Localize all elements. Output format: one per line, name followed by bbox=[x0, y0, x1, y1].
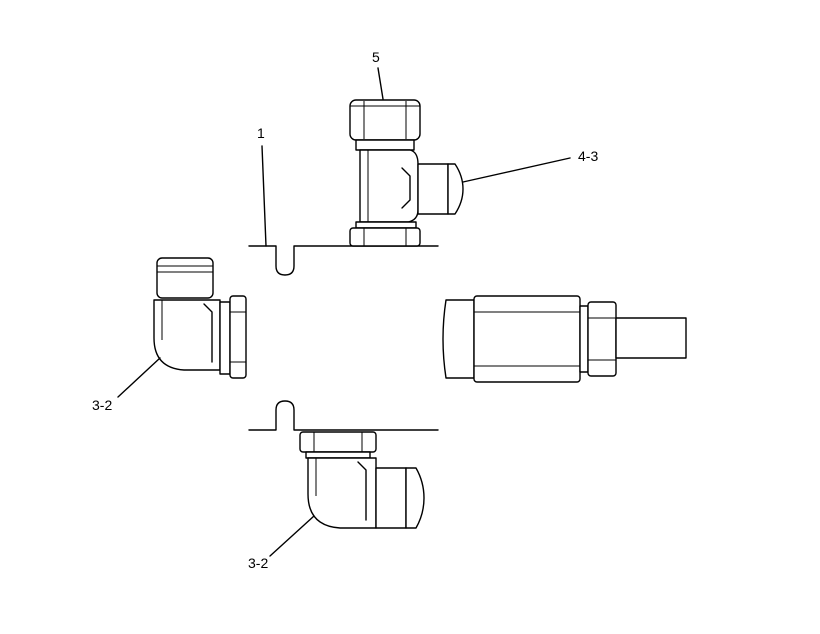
callout-1: 1 bbox=[257, 125, 265, 141]
bracket-bottom bbox=[248, 400, 439, 431]
leader-1 bbox=[261, 145, 267, 247]
tee-fitting bbox=[349, 99, 464, 247]
leader-5 bbox=[377, 67, 384, 100]
leader-3-2-bottom bbox=[269, 515, 315, 557]
leader-4-3 bbox=[462, 157, 571, 183]
callout-3-2-left: 3-2 bbox=[92, 397, 113, 413]
elbow-fitting-bottom bbox=[299, 431, 425, 529]
callout-4-3: 4-3 bbox=[578, 148, 599, 164]
callout-3-2-bottom: 3-2 bbox=[248, 555, 269, 571]
bracket-top bbox=[248, 245, 439, 276]
callout-5: 5 bbox=[372, 49, 380, 65]
leader-lines bbox=[117, 67, 571, 557]
straight-fitting-right bbox=[442, 295, 687, 383]
leader-3-2-left bbox=[117, 357, 161, 398]
elbow-fitting-left bbox=[153, 257, 247, 379]
